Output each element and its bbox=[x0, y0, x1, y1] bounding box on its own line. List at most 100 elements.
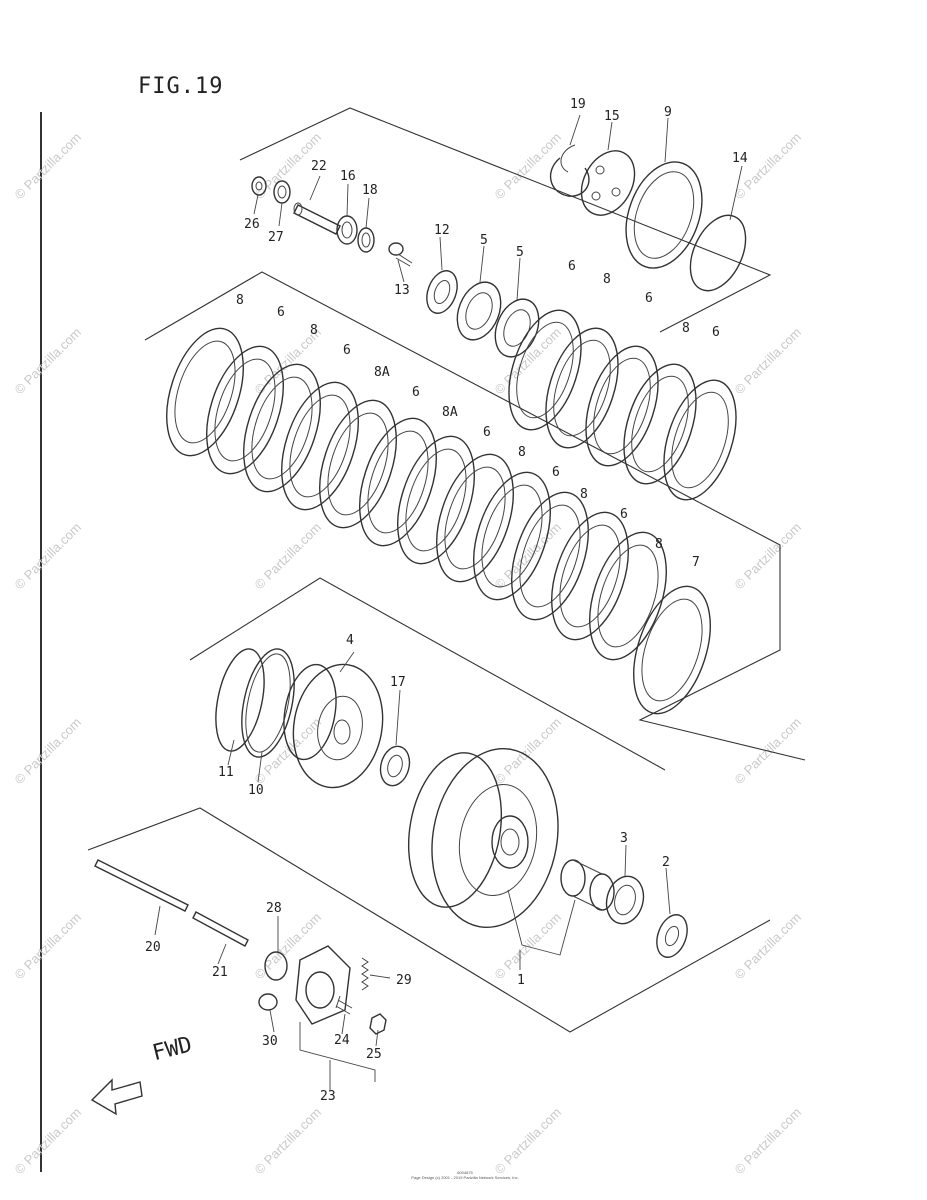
rod-22 bbox=[293, 202, 341, 235]
clutch-plate bbox=[545, 327, 619, 449]
screw-24 bbox=[335, 995, 353, 1015]
clutch-plate bbox=[397, 435, 475, 565]
part-label: 7 bbox=[692, 555, 700, 570]
top-group-frame bbox=[239, 107, 772, 333]
part-label: 26 bbox=[244, 217, 260, 232]
part-label: 16 bbox=[340, 169, 356, 184]
nut-27 bbox=[273, 180, 291, 204]
hub-group-frame bbox=[189, 577, 666, 771]
plates-group-frame bbox=[144, 271, 806, 761]
watermark-text: © Partzilla.com bbox=[252, 520, 325, 593]
basket-group-frame bbox=[87, 807, 771, 1033]
part-label: 23 bbox=[320, 1089, 336, 1104]
clutch-basket-1 bbox=[407, 748, 559, 928]
part-label: 6 bbox=[645, 291, 653, 306]
part-label: 6 bbox=[552, 465, 560, 480]
clutch-plate bbox=[551, 511, 629, 641]
part-label: 12 bbox=[434, 223, 450, 238]
fwd-arrow-icon bbox=[90, 1078, 143, 1116]
seal-28 bbox=[264, 951, 288, 981]
footer-code: 6004875 bbox=[457, 1170, 473, 1175]
thrust-washer-2 bbox=[656, 914, 688, 958]
part-label: 20 bbox=[145, 940, 161, 955]
part-label: 5 bbox=[516, 245, 524, 260]
clutch-plate bbox=[508, 309, 582, 431]
bolt-30 bbox=[258, 993, 278, 1011]
part-label: 8 bbox=[603, 272, 611, 287]
part-label: 28 bbox=[266, 901, 282, 916]
part-label: 5 bbox=[480, 233, 488, 248]
part-label: 6 bbox=[620, 507, 628, 522]
needle-bearing-3 bbox=[605, 875, 645, 925]
part-label: 25 bbox=[366, 1047, 382, 1062]
nut-25 bbox=[369, 1013, 387, 1035]
washer-17 bbox=[379, 745, 411, 787]
push-rod-21 bbox=[192, 911, 249, 947]
clutch-plate bbox=[281, 381, 359, 511]
part-label: 15 bbox=[604, 109, 620, 124]
watermark-text: © Partzilla.com bbox=[252, 715, 325, 788]
clutch-plate bbox=[166, 327, 244, 457]
part-label: 27 bbox=[268, 230, 284, 245]
spacer bbox=[560, 859, 615, 911]
part-label: 17 bbox=[390, 675, 406, 690]
watermark-text: © Partzilla.com bbox=[252, 1105, 325, 1178]
part-label: 21 bbox=[212, 965, 228, 980]
clutch-plate bbox=[473, 471, 551, 601]
circlip-11 bbox=[215, 648, 265, 752]
part-label: 9 bbox=[664, 105, 672, 120]
circlip-19 bbox=[549, 144, 590, 197]
release-lever-23 bbox=[295, 945, 351, 1025]
clutch-plate bbox=[623, 363, 697, 485]
watermark-text: © Partzilla.com bbox=[732, 520, 805, 593]
watermark-text: © Partzilla.com bbox=[12, 910, 85, 983]
watermark-text: © Partzilla.com bbox=[732, 910, 805, 983]
plate-15 bbox=[580, 150, 636, 216]
plate-9 bbox=[625, 161, 703, 269]
part-label: 8 bbox=[580, 487, 588, 502]
part-number-labels: 19 15 9 14 22 16 18 26 27 12 5 5 13 6 8 … bbox=[145, 97, 748, 1104]
washer-12 bbox=[426, 270, 458, 314]
clutch-plate bbox=[436, 453, 514, 583]
spring-29 bbox=[361, 957, 369, 991]
bearing-16 bbox=[336, 215, 358, 245]
part-label: 4 bbox=[346, 633, 354, 648]
left-margin-rule bbox=[40, 112, 42, 1172]
part-label: 6 bbox=[483, 425, 491, 440]
washer-26 bbox=[251, 176, 267, 196]
part-label: 8A bbox=[442, 405, 458, 420]
part-label: 19 bbox=[570, 97, 586, 112]
page-footer: 6004875 Page Design (c) 2001 - 2019 Part… bbox=[400, 1170, 530, 1180]
part-label: 8 bbox=[310, 323, 318, 338]
watermark-text: © Partzilla.com bbox=[732, 325, 805, 398]
watermark-text: © Partzilla.com bbox=[12, 715, 85, 788]
clutch-plate bbox=[206, 345, 284, 475]
clutch-plate-stack bbox=[166, 309, 737, 715]
part-label: 8 bbox=[236, 293, 244, 308]
leader-lines bbox=[154, 114, 743, 1090]
part-label: 6 bbox=[712, 325, 720, 340]
part-label: 6 bbox=[568, 259, 576, 274]
clutch-plate bbox=[511, 491, 589, 621]
part-label: 6 bbox=[343, 343, 351, 358]
part-label: 1 bbox=[517, 973, 525, 988]
part-label: 10 bbox=[248, 783, 264, 798]
footer-copyright: Page Design (c) 2001 - 2019 Partzilla Ne… bbox=[411, 1175, 519, 1180]
push-rod-20 bbox=[94, 859, 189, 912]
watermark-text: © Partzilla.com bbox=[492, 1105, 565, 1178]
part-label: 8A bbox=[374, 365, 390, 380]
damper-5a bbox=[456, 281, 502, 341]
washer-18 bbox=[357, 227, 375, 253]
clutch-plate bbox=[319, 399, 397, 529]
clutch-plate bbox=[585, 345, 659, 467]
part-label: 22 bbox=[311, 159, 327, 174]
part-label: 14 bbox=[732, 151, 748, 166]
watermark-text: © Partzilla.com bbox=[12, 1105, 85, 1178]
figure-title: FIG.19 bbox=[138, 74, 224, 99]
part-label: 29 bbox=[396, 973, 412, 988]
part-label: 6 bbox=[277, 305, 285, 320]
washer-10 bbox=[241, 648, 295, 758]
watermark-text: © Partzilla.com bbox=[492, 715, 565, 788]
part-label: 30 bbox=[262, 1034, 278, 1049]
